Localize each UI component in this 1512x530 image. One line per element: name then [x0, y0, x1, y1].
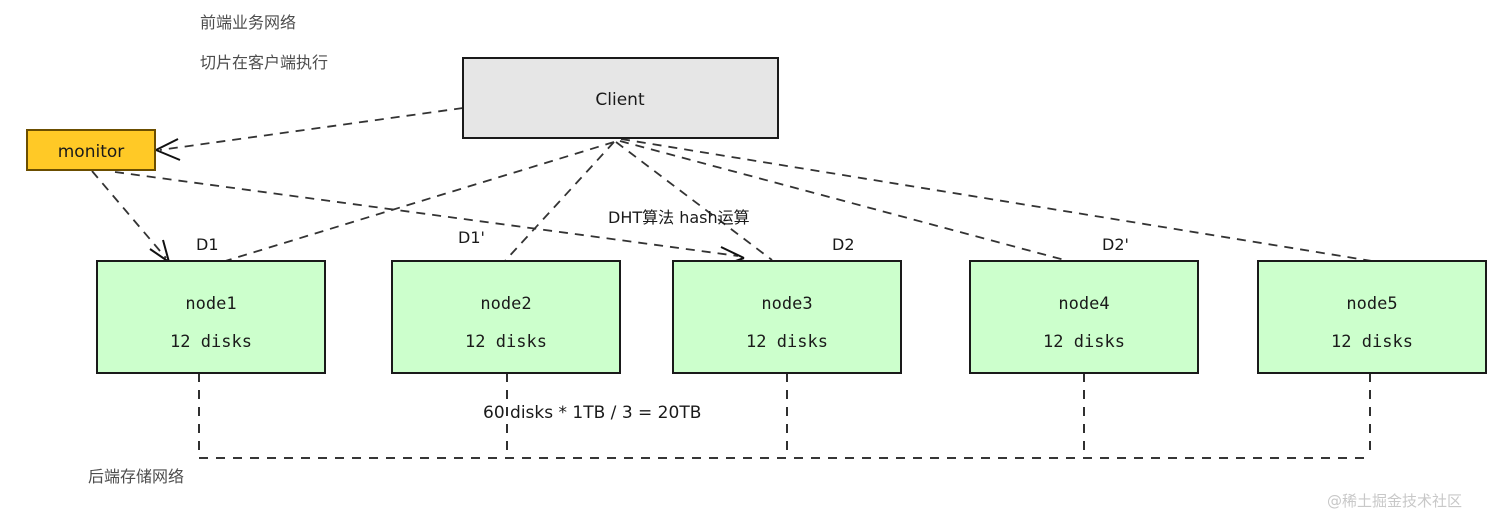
node-box-node5[interactable]: node5 12 disks	[1257, 260, 1487, 374]
node1-disks: 12 disks	[170, 332, 252, 352]
node5-rect[interactable]	[1257, 260, 1487, 374]
node1-name: node1	[185, 294, 236, 314]
data-label-d2-prime: D2'	[1102, 235, 1129, 254]
node3-name: node3	[761, 294, 812, 314]
node2-rect[interactable]	[391, 260, 621, 374]
data-label-d2: D2	[832, 235, 855, 254]
edge-client-to-node4	[619, 140, 1073, 263]
arrowhead-node1	[149, 239, 170, 263]
node-box-node2[interactable]: node2 12 disks	[391, 260, 621, 374]
storage-network-layer	[198, 373, 1371, 459]
edge-monitor-to-node1	[91, 170, 167, 259]
edge-client-to-node1	[221, 141, 615, 263]
capacity-formula: 60 disks * 1TB / 3 = 20TB	[483, 403, 701, 423]
node-box-node3[interactable]: node3 12 disks	[672, 260, 902, 374]
node2-name: node2	[480, 294, 531, 314]
edge-client-to-node3	[615, 141, 773, 261]
node2-disks: 12 disks	[465, 332, 547, 352]
arrowhead-monitor	[155, 138, 181, 161]
node3-rect[interactable]	[672, 260, 902, 374]
label-back-storage-network: 后端存储网络	[88, 467, 184, 486]
monitor-box-label: monitor	[58, 142, 125, 162]
edges-layer	[91, 107, 1373, 267]
edge-monitor-to-node3	[114, 171, 739, 257]
client-box-rect[interactable]	[462, 57, 779, 139]
node4-disks: 12 disks	[1043, 332, 1125, 352]
node3-disks: 12 disks	[746, 332, 828, 352]
node5-name: node5	[1346, 294, 1397, 314]
monitor-box[interactable]: monitor	[26, 129, 156, 171]
node-box-node1[interactable]: node1 12 disks	[96, 260, 326, 374]
node-box-node4[interactable]: node4 12 disks	[969, 260, 1199, 374]
watermark: @稀土掘金技术社区	[1327, 492, 1462, 510]
node5-disks: 12 disks	[1331, 332, 1413, 352]
client-box-label: Client	[595, 90, 645, 110]
note-client-slicing: 切片在客户端执行	[200, 53, 328, 72]
node1-rect[interactable]	[96, 260, 326, 374]
note-front-network: 前端业务网络	[200, 13, 296, 32]
node4-rect[interactable]	[969, 260, 1199, 374]
client-box[interactable]: Client	[462, 57, 779, 139]
edge-label-dht-hash: DHT算法 hash运算	[608, 208, 750, 227]
edge-client-to-node2	[503, 141, 615, 263]
node4-name: node4	[1058, 294, 1109, 314]
monitor-box-rect[interactable]	[26, 129, 156, 171]
data-label-d1: D1	[196, 235, 219, 254]
edge-client-to-monitor	[159, 107, 464, 151]
data-label-d1-prime: D1'	[458, 228, 485, 247]
